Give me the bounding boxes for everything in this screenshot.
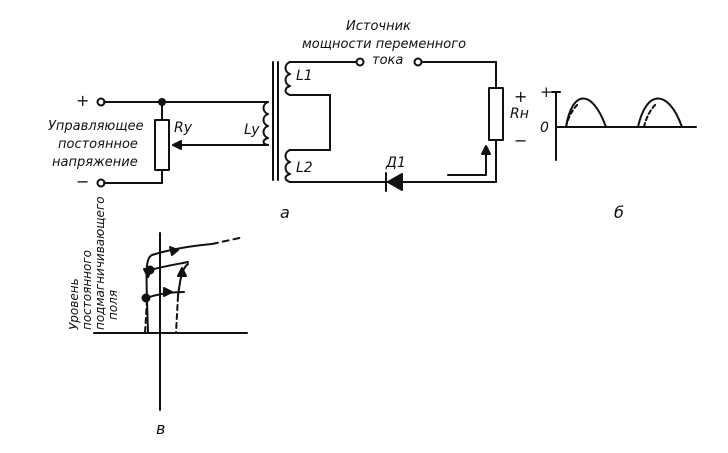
hysteresis-point-bottom	[141, 293, 151, 303]
control-label-line1: Управляющее	[48, 119, 144, 134]
label-ly: Ly	[244, 122, 260, 138]
control-label-line2: постоянное	[58, 137, 138, 152]
resistor-rn	[488, 87, 504, 141]
source-label-line2: мощности переменного	[302, 37, 466, 52]
diode-d1	[387, 173, 403, 191]
level-label-line3: подмагничивающего	[93, 196, 107, 330]
level-label-line2: постоянного	[80, 250, 94, 330]
label-l2: L2	[296, 160, 313, 176]
plus-graph: +	[540, 83, 553, 101]
zero-graph: 0	[540, 120, 549, 136]
plus-left: +	[76, 91, 89, 110]
control-label-line3: напряжение	[52, 155, 138, 170]
hysteresis-right-dash	[175, 295, 179, 334]
resistor-ry	[154, 119, 170, 171]
current-arrowhead	[481, 145, 491, 155]
minus-right: −	[514, 131, 527, 150]
label-l1: L1	[296, 68, 313, 84]
minus-left: −	[76, 172, 89, 191]
source-terminal-left	[355, 57, 365, 67]
ry-tap-arrow	[172, 140, 182, 150]
hysteresis-arrow-down	[143, 268, 153, 278]
coil-ly	[262, 101, 269, 146]
source-label-line1: Источник	[346, 19, 411, 34]
graph-b-dash-2	[643, 103, 657, 128]
graph-b-pulse-2	[637, 97, 683, 128]
label-rn: Rн	[510, 106, 529, 122]
hysteresis-arrow-right	[163, 287, 173, 297]
graph-b-dash-1	[565, 103, 579, 128]
hysteresis-arrow-up	[177, 267, 187, 277]
label-ry: Ry	[174, 120, 193, 136]
source-terminal-right	[413, 57, 423, 67]
hysteresis-left-dash	[144, 299, 148, 334]
fig-label-b: б	[614, 203, 624, 222]
label-d1: Д1	[385, 155, 406, 171]
hysteresis-top-dash	[211, 236, 245, 245]
level-label-group: Уровень постоянного подмагничивающего по…	[67, 196, 120, 330]
level-label-line1: Уровень	[67, 278, 81, 330]
coil-l2	[284, 149, 291, 183]
hysteresis-arrow-top	[169, 246, 179, 256]
level-label-line4: поля	[106, 290, 120, 320]
coil-l1	[284, 61, 291, 96]
current-arrow	[447, 149, 487, 176]
fig-label-a: а	[280, 203, 290, 222]
source-label-line3: тока	[372, 53, 403, 68]
hysteresis-top	[151, 243, 213, 256]
fig-label-v: в	[156, 419, 165, 438]
plus-right: +	[514, 87, 527, 106]
